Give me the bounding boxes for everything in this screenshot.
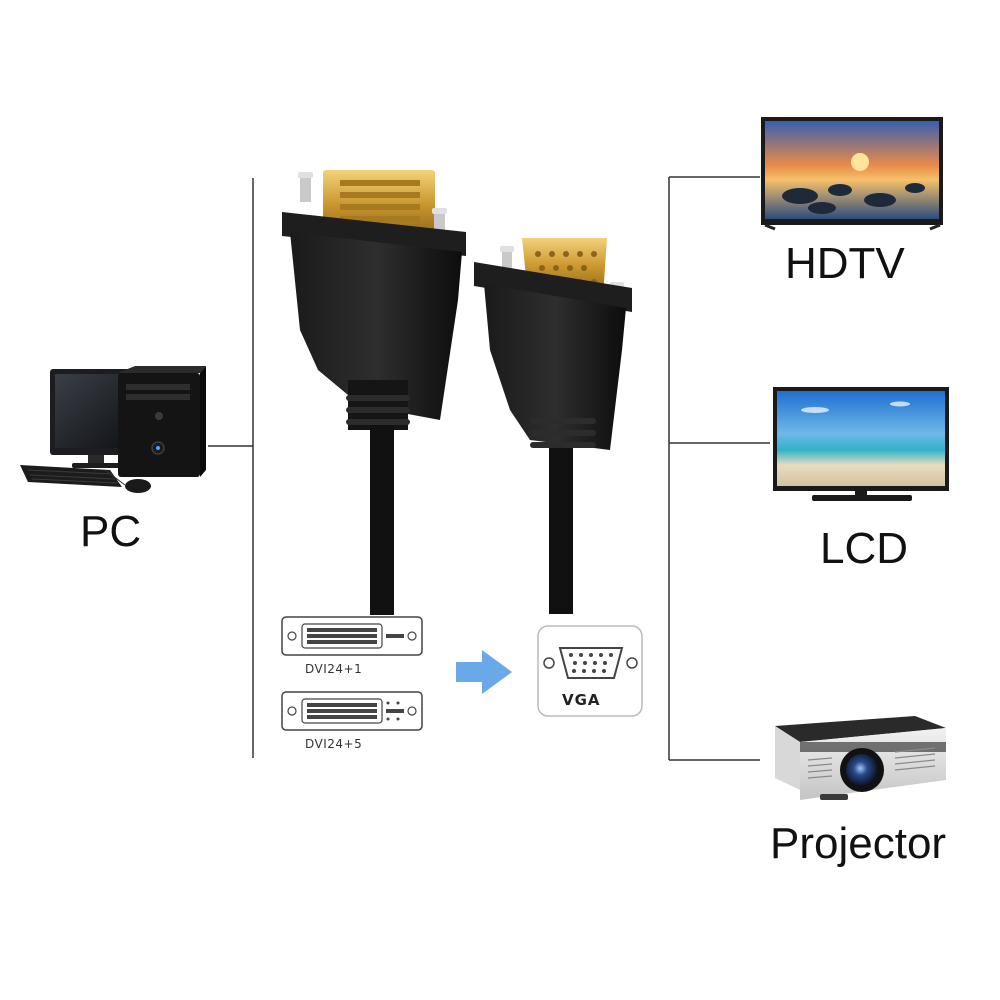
source-connector-lines bbox=[208, 178, 254, 758]
pc-label: PC bbox=[80, 507, 142, 556]
projector-icon bbox=[775, 716, 946, 800]
arrow-right-icon bbox=[456, 650, 512, 694]
vga-connector bbox=[474, 238, 632, 614]
dvi-dual-port-icon bbox=[281, 691, 423, 731]
vga-port-icon bbox=[537, 625, 643, 717]
target-connector-lines bbox=[668, 176, 770, 761]
dvi-single-port-icon bbox=[281, 616, 423, 656]
lcd-label: LCD bbox=[820, 524, 909, 573]
desktop-pc-icon bbox=[20, 366, 206, 493]
dvi-single-label: DVI24+1 bbox=[305, 662, 363, 676]
lcd-monitor-icon bbox=[773, 387, 949, 501]
vga-label: VGA bbox=[562, 691, 601, 709]
projector-label: Projector bbox=[770, 819, 947, 868]
dvi-dual-label: DVI24+5 bbox=[305, 737, 363, 751]
hdtv-icon bbox=[761, 117, 943, 231]
hdtv-label: HDTV bbox=[785, 239, 905, 288]
dvi-connector bbox=[282, 170, 466, 615]
